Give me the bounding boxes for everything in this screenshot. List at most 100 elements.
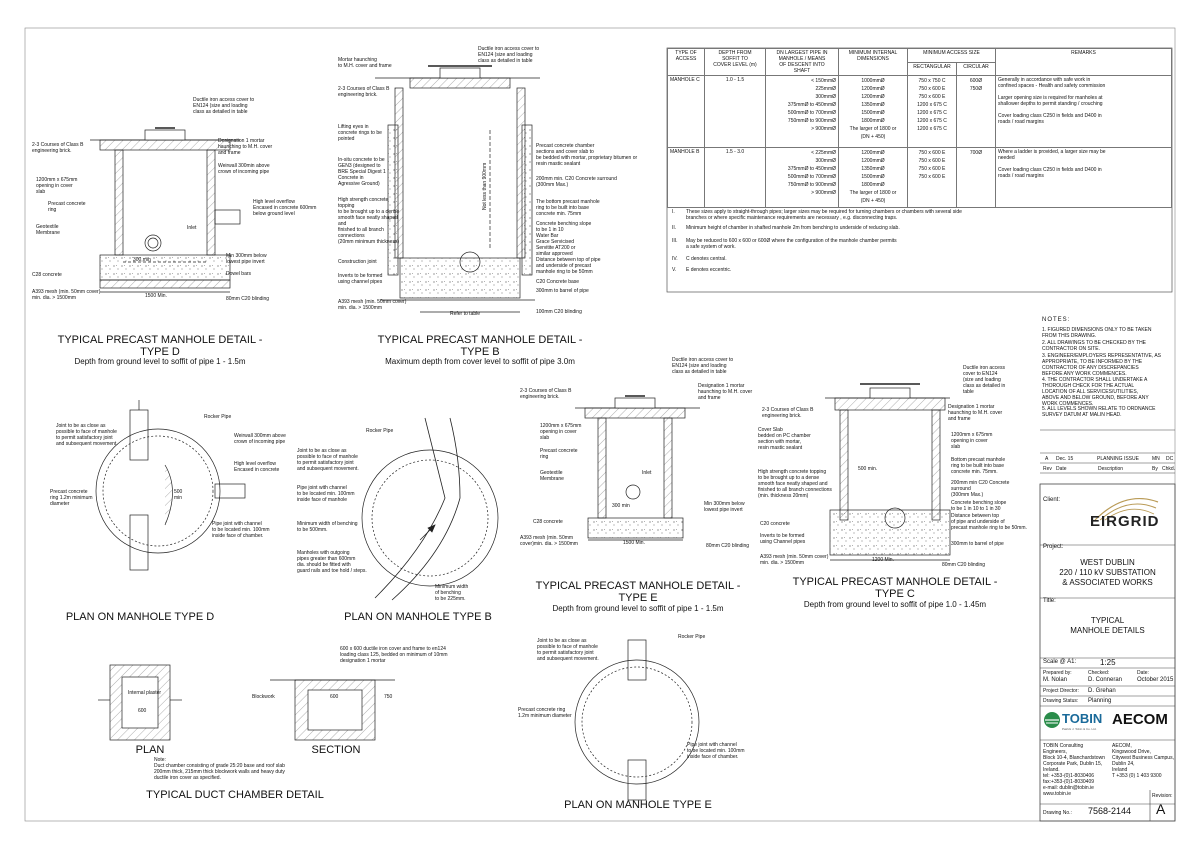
type-b-highstrength-label: High strength concrete topping to be bro… bbox=[338, 197, 400, 245]
spec-subheader-circ: CIRCULAR bbox=[956, 61, 996, 76]
scale-value: 1:25 bbox=[1100, 658, 1116, 667]
note-item: 1. FIGURED DIMENSIONS ONLY TO BE TAKEN F… bbox=[1042, 327, 1152, 339]
type-d-section-drawing bbox=[90, 127, 241, 293]
type-b-lifting-label: Lifting eyes in concrete rings to be poi… bbox=[338, 124, 382, 142]
notes-heading: NOTES: bbox=[1042, 317, 1071, 323]
eirgrid-swoosh-icon bbox=[1094, 498, 1159, 521]
spec-cell: < 225mmØ 300mmØ 375mmØ to 450mmØ 500mmØ … bbox=[765, 147, 839, 208]
tobin-emblem-icon bbox=[1044, 712, 1060, 728]
plan-b-pipejoint-label: Pipe joint with channel to be located mi… bbox=[297, 485, 355, 503]
plan-e-joint-label: Joint to be as close as possible to face… bbox=[537, 638, 599, 662]
type-b-cover-label: Ductile iron access cover to EN124 (size… bbox=[478, 46, 540, 64]
tobin-subtitle: Patrick J. Tobin & Co. Ltd. bbox=[1062, 727, 1097, 731]
type-b-mesh-label: A393 mesh (min. 50mm cover) min. dia. > … bbox=[338, 299, 407, 311]
type-e-cover-label: Ductile iron access cover to EN124 (size… bbox=[672, 357, 734, 375]
duct-chamber-drawing bbox=[98, 664, 395, 741]
spec-header-type: TYPE OF ACCESS bbox=[667, 48, 705, 76]
type-b-distance-label: Distance between top of pipe and undersi… bbox=[536, 257, 601, 275]
type-c-inverts-label: Inverts to be formed using Channel pipes bbox=[760, 533, 806, 545]
spec-note-text: These sizes apply to straight-through pi… bbox=[686, 209, 962, 221]
spec-cell: < 150mmØ 225mmØ 300mmØ 375mmØ to 450mmØ … bbox=[765, 75, 839, 148]
drawing-no-label: Drawing No.: bbox=[1043, 810, 1072, 816]
plan-d-dim500: 500 min bbox=[174, 489, 183, 501]
spec-cell: 750 x 750 C 750 x 600 E 750 x 600 E 1200… bbox=[907, 75, 957, 148]
plan-e-ring-label: Precast concrete ring 1.2m minimum diame… bbox=[518, 707, 572, 719]
spec-header-dims: MINIMUM INTERNAL DIMENSIONS bbox=[838, 48, 908, 76]
type-d-title: TYPICAL PRECAST MANHOLE DETAIL - TYPE D bbox=[57, 334, 263, 358]
note-item: 5. ALL LEVELS SHOWN RELATE TO ORDNANCE S… bbox=[1042, 406, 1156, 418]
type-b-blinding-label: 100mm C20 blinding bbox=[536, 309, 582, 315]
plan-d-ring-label: Precast concrete ring 1.2m minimum diame… bbox=[50, 489, 93, 507]
spec-header-pipe: DN LARGEST PIPE IN MANHOLE / MEANS OF DE… bbox=[765, 48, 839, 76]
aecom-address: AECOM, Kingswood Drive, Citywest Busines… bbox=[1112, 743, 1174, 779]
type-c-designation-label: Designation 1 mortar haunching to M.H. c… bbox=[948, 404, 1003, 422]
type-b-subtitle: Maximum depth from cover level to soffit… bbox=[385, 357, 575, 366]
spec-header-remarks: REMARKS bbox=[995, 48, 1172, 76]
prepared-value: M. Nolan bbox=[1043, 677, 1068, 683]
type-c-distance-label: Distance between top of pipe and undersi… bbox=[951, 513, 1027, 531]
duct-section-title: SECTION bbox=[311, 744, 361, 756]
type-e-title: TYPICAL PRECAST MANHOLE DETAIL - TYPE E bbox=[535, 580, 741, 604]
plan-d-weirwall-label: Weirwall 300mm above crown of incoming p… bbox=[234, 433, 286, 445]
plan-d-drawing bbox=[95, 400, 246, 571]
revision-label: Revision: bbox=[1152, 793, 1173, 799]
type-e-courses-label: 2-3 Courses of Class B engineering brick… bbox=[520, 388, 572, 400]
type-e-section-drawing bbox=[575, 395, 700, 541]
spec-cell: 1.5 - 3.0 bbox=[704, 147, 766, 208]
revision-value: A bbox=[1156, 801, 1166, 817]
title-label: Title: bbox=[1043, 598, 1056, 604]
duct-blockwork-label: Blockwork bbox=[252, 694, 275, 700]
spec-note-num: II. bbox=[672, 225, 677, 231]
rev-header: By bbox=[1152, 466, 1158, 472]
duct-dim600-section: 600 bbox=[330, 694, 339, 700]
type-b-surround-label: 200mm min. C20 Concrete surround (300mm … bbox=[536, 176, 617, 188]
scale-label: Scale @ A1: bbox=[1043, 659, 1077, 665]
type-d-opening-label: 1200mm x 675mm opening in cover slab bbox=[36, 177, 78, 195]
type-b-mortar-label: Mortar haunching to M.H. cover and frame bbox=[338, 57, 392, 69]
type-b-chamber-label: Precast concrete chamber sections and co… bbox=[536, 143, 638, 167]
plan-b-rocker-label: Rocker Pipe bbox=[366, 428, 394, 434]
spec-cell: 1000mmØ 1200mmØ 1200mmØ 1350mmØ 1500mmØ … bbox=[838, 75, 908, 148]
client-label: Client: bbox=[1043, 497, 1061, 503]
rev-cell: Dec. 15 bbox=[1056, 456, 1074, 462]
eirgrid-logo: EIRGRID bbox=[1090, 513, 1160, 530]
spec-cell: Where a ladder is provided, a larger siz… bbox=[995, 147, 1172, 208]
spec-subheader-rect: RECTANGULAR bbox=[907, 61, 957, 76]
plan-b-drawing bbox=[361, 417, 499, 601]
spec-note-num: IV. bbox=[672, 256, 678, 262]
duct-chamber-title: TYPICAL DUCT CHAMBER DETAIL bbox=[146, 789, 324, 801]
spec-cell: MANHOLE B bbox=[667, 147, 705, 208]
type-c-dim500: 500 min. bbox=[858, 466, 878, 472]
director-value: D. Grehan bbox=[1088, 688, 1116, 694]
type-d-ring-label: Precast concrete ring bbox=[48, 201, 86, 213]
type-b-waterbar-label: Water Bar Grace Servicised Servitite AT2… bbox=[536, 233, 576, 257]
project-label: Project: bbox=[1043, 544, 1064, 550]
type-b-benching-label: Concrete benching slope to be 1 in 10 bbox=[536, 221, 592, 233]
type-e-c28-label: C28 concrete bbox=[533, 519, 563, 525]
type-d-dowel-label: Dowel bars bbox=[226, 271, 252, 277]
type-d-mesh-label: A393 mesh (min. 50mm cover) min. dia. > … bbox=[32, 289, 101, 301]
type-c-subtitle: Depth from ground level to soffit of pip… bbox=[803, 600, 987, 609]
status-value: Planning bbox=[1088, 698, 1112, 704]
prepared-label: Prepared by: bbox=[1043, 670, 1072, 676]
type-c-bottomring-label: Bottom precast manhole ring to be built … bbox=[951, 457, 1006, 475]
type-b-refer-label: Refer to table bbox=[450, 311, 481, 317]
rev-header: Rev bbox=[1043, 466, 1052, 472]
spec-note-text: E denotes eccentric. bbox=[686, 267, 732, 273]
type-c-blinding-label: 80mm C20 blinding bbox=[942, 562, 986, 568]
type-e-dim300: 300 min bbox=[612, 503, 630, 509]
type-b-construction-label: Construction joint bbox=[338, 259, 377, 265]
plan-d-overflow-label: High level overflow Encased in concrete bbox=[234, 461, 280, 473]
rev-cell: DC bbox=[1166, 456, 1174, 462]
drawing-no-value: 7568-2144 bbox=[1088, 806, 1132, 816]
type-c-opening-label: 1200mm x 675mm opening in cover slab bbox=[951, 432, 993, 450]
spec-cell: 1200mmØ 1200mmØ 1350mmØ 1500mmØ 1800mmØ … bbox=[838, 147, 908, 208]
type-c-courses-label: 2-3 Courses of Class B engineering brick… bbox=[762, 407, 814, 419]
status-label: Drawing Status: bbox=[1043, 698, 1079, 704]
rev-header: Date bbox=[1056, 466, 1067, 472]
type-c-coverslab-label: Cover Slab bedded on PC chamber section … bbox=[758, 427, 811, 451]
plan-b-minwidth-label: Minimum width of benching to be 500mm. bbox=[297, 521, 358, 533]
rev-cell: A bbox=[1045, 456, 1049, 462]
spec-cell: MANHOLE C bbox=[667, 75, 705, 148]
